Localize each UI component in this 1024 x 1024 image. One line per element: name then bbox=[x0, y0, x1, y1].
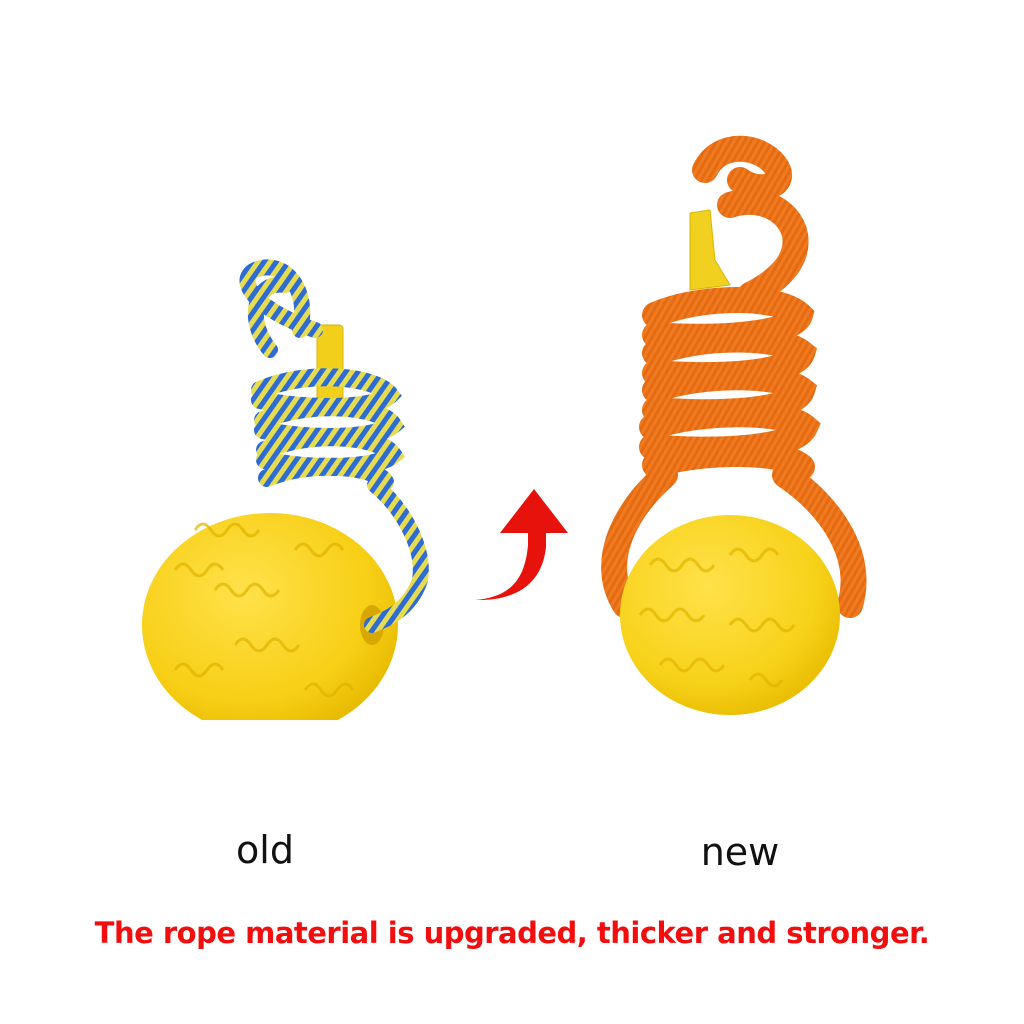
caption-text: The rope material is upgraded, thicker a… bbox=[94, 916, 930, 950]
new-rope-ball-toy bbox=[580, 135, 880, 735]
new-label: new bbox=[700, 830, 780, 874]
arrow-illustration bbox=[475, 489, 568, 601]
old-label: old bbox=[236, 828, 294, 872]
new-toy-illustration bbox=[601, 135, 867, 715]
old-rope-ball-toy bbox=[135, 250, 455, 720]
old-toy-illustration bbox=[142, 259, 429, 720]
curved-up-arrow-icon bbox=[470, 485, 570, 605]
